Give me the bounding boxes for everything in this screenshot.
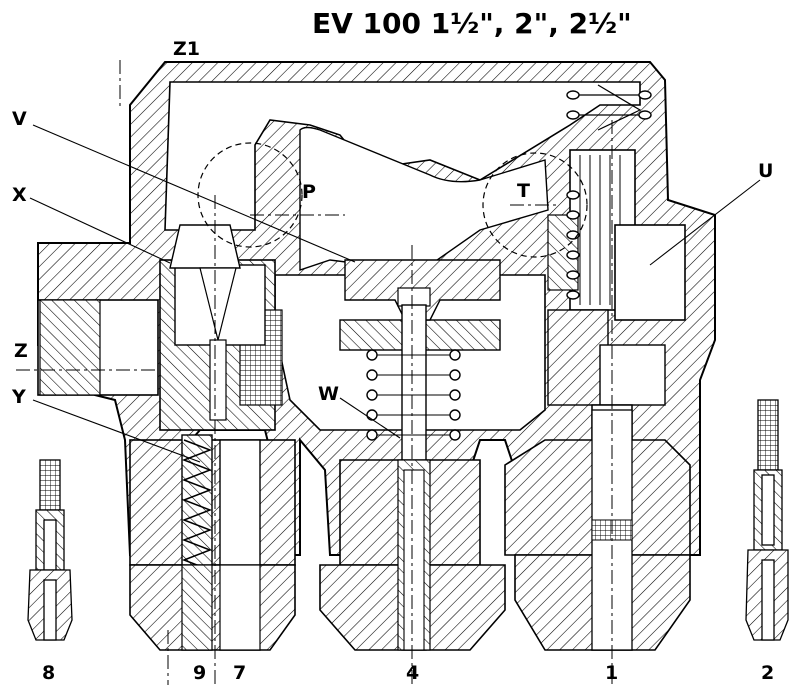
label-v: V (12, 108, 27, 130)
label-4: 4 (406, 662, 420, 684)
cartridge-2 (745, 399, 789, 641)
label-9: 9 (193, 662, 207, 684)
label-z: Z (14, 340, 28, 362)
label-y: Y (12, 386, 26, 408)
label-x: X (12, 184, 27, 206)
label-2: 2 (761, 662, 775, 684)
label-w: W (318, 383, 339, 405)
label-7: 7 (233, 662, 247, 684)
label-p: P (302, 181, 316, 203)
label-8: 8 (42, 662, 56, 684)
port-t-circle (482, 152, 588, 258)
cartridge-8 (27, 459, 73, 641)
label-z1: Z1 (173, 38, 200, 60)
label-u: U (758, 160, 774, 182)
diagram-title: EV 100 1½", 2", 2½" (312, 7, 632, 40)
label-1: 1 (605, 662, 619, 684)
label-t: T (517, 180, 530, 202)
